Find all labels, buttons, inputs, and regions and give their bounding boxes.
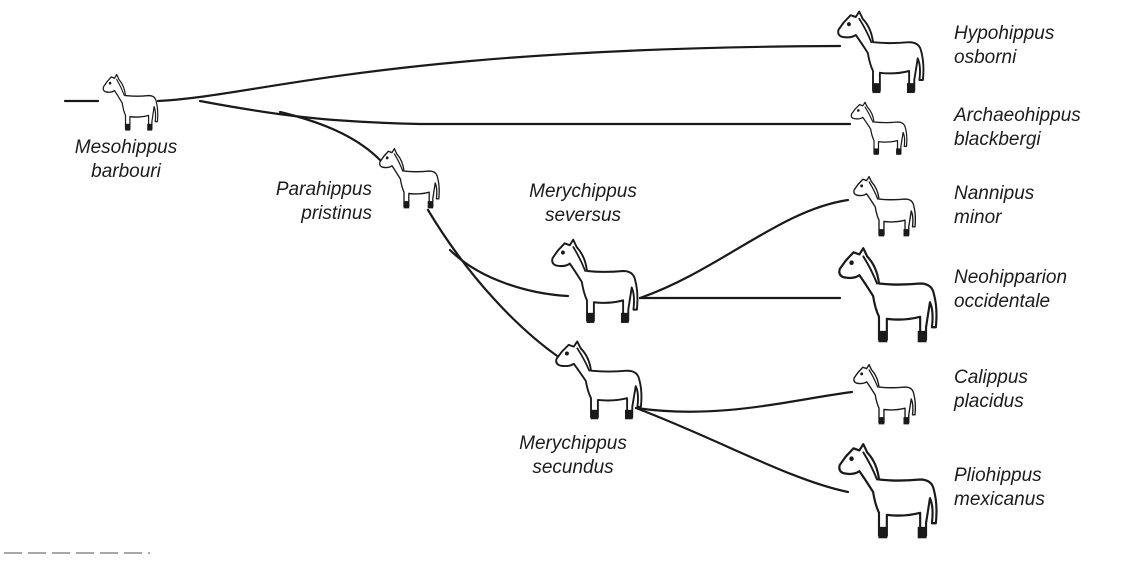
horse-mesohippus-icon xyxy=(103,74,158,130)
species: seversus xyxy=(508,204,658,228)
species: mexicanus xyxy=(954,488,1045,512)
horse-nannipus-icon xyxy=(854,177,915,236)
horse-archaeohippus-icon xyxy=(851,102,907,154)
label-merychippus-seversus: Merychippus seversus xyxy=(508,180,658,228)
species: barbouri xyxy=(52,160,200,184)
species: secundus xyxy=(498,456,648,480)
horse-hypohippus-icon xyxy=(838,12,923,93)
label-mesohippus: Mesohippus barbouri xyxy=(52,136,200,184)
branch-nannipus xyxy=(640,200,848,298)
genus: Neohipparion xyxy=(954,266,1067,290)
branch-archaeohippus xyxy=(200,101,850,124)
label-hypohippus: Hypohippus osborni xyxy=(954,22,1054,70)
label-parahippus: Parahippus pristinus xyxy=(222,178,372,226)
horse-neohipparion-icon xyxy=(839,248,936,342)
genus: Merychippus xyxy=(498,432,648,456)
horse-merychippus-secundus-icon xyxy=(556,341,641,418)
label-neohipparion: Neohipparion occidentale xyxy=(954,266,1067,314)
branch-merychippus-secundus xyxy=(428,210,560,358)
branch-calippus xyxy=(636,392,852,412)
horse-pliohippus-icon xyxy=(839,444,936,538)
genus: Archaeohippus xyxy=(954,104,1081,128)
genus: Pliohippus xyxy=(954,464,1045,488)
species: pristinus xyxy=(222,202,372,226)
species: osborni xyxy=(954,46,1054,70)
genus: Mesohippus xyxy=(52,136,200,160)
genus: Merychippus xyxy=(508,180,658,204)
branch-merychippus-seversus xyxy=(450,250,568,296)
label-pliohippus: Pliohippus mexicanus xyxy=(954,464,1045,512)
horse-calippus-icon xyxy=(854,365,915,424)
species: occidentale xyxy=(954,290,1067,314)
genus: Hypohippus xyxy=(954,22,1054,46)
branch-pliohippus xyxy=(636,408,848,492)
species: minor xyxy=(954,206,1034,230)
label-calippus: Calippus placidus xyxy=(954,366,1028,414)
label-archaeohippus: Archaeohippus blackbergi xyxy=(954,104,1081,152)
label-merychippus-secundus: Merychippus secundus xyxy=(498,432,648,480)
horse-merychippus-seversus-icon xyxy=(552,240,637,323)
branch-hypohippus xyxy=(158,46,840,101)
genus: Nannipus xyxy=(954,182,1034,206)
species: blackbergi xyxy=(954,128,1081,152)
genus: Calippus xyxy=(954,366,1028,390)
label-nannipus: Nannipus minor xyxy=(954,182,1034,230)
genus: Parahippus xyxy=(222,178,372,202)
species: placidus xyxy=(954,390,1028,414)
horse-parahippus-icon xyxy=(380,149,440,208)
